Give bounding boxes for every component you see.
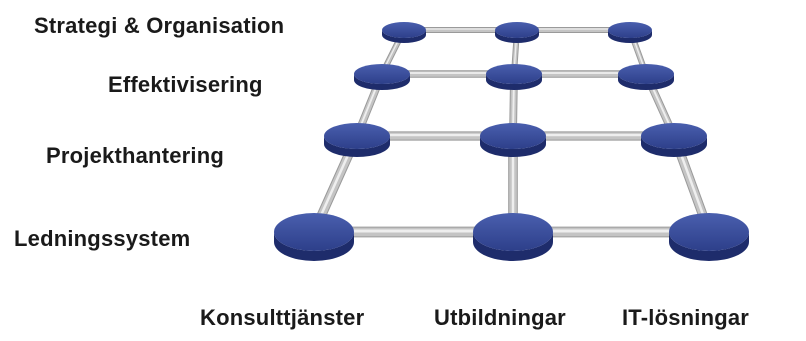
node-top — [641, 123, 707, 149]
grid-node-r0-c2 — [608, 22, 652, 43]
node-top — [354, 64, 410, 84]
grid-node-r1-c0 — [354, 64, 410, 90]
node-side — [641, 136, 707, 157]
node-side — [324, 136, 390, 157]
node-top — [495, 22, 539, 38]
node-side — [608, 30, 652, 43]
node-side — [480, 136, 546, 157]
node-top — [618, 64, 674, 84]
node-side — [486, 74, 542, 90]
node-side — [618, 74, 674, 90]
node-top — [608, 22, 652, 38]
grid-node-r2-c0 — [324, 123, 390, 157]
column-label-training: Utbildningar — [434, 305, 566, 330]
node-top — [324, 123, 390, 149]
node-side — [382, 30, 426, 43]
row-label-strategy: Strategi & Organisation — [34, 13, 285, 38]
row-label-project-management: Projekthantering — [46, 143, 225, 168]
node-side — [669, 232, 749, 261]
node-top — [486, 64, 542, 84]
grid-node-r0-c1 — [495, 22, 539, 43]
node-top — [382, 22, 426, 38]
grid-node-r1-c1 — [486, 64, 542, 90]
grid-node-r3-c0 — [274, 213, 354, 261]
node-side — [473, 232, 553, 261]
node-top — [274, 213, 354, 251]
nodes — [274, 22, 749, 261]
grid-node-r1-c2 — [618, 64, 674, 90]
node-top — [473, 213, 553, 251]
node-top — [669, 213, 749, 251]
row-label-efficiency: Effektivisering — [108, 72, 263, 97]
column-label-it-solutions: IT-lösningar — [622, 305, 750, 330]
grid-node-r3-c1 — [473, 213, 553, 261]
node-top — [480, 123, 546, 149]
node-side — [495, 30, 539, 43]
grid-node-r2-c1 — [480, 123, 546, 157]
column-label-consulting: Konsulttjänster — [200, 305, 365, 330]
node-side — [354, 74, 410, 90]
node-side — [274, 232, 354, 261]
grid-node-r3-c2 — [669, 213, 749, 261]
grid-node-r2-c2 — [641, 123, 707, 157]
row-label-management-system: Ledningssystem — [14, 226, 191, 251]
grid-node-r0-c0 — [382, 22, 426, 43]
